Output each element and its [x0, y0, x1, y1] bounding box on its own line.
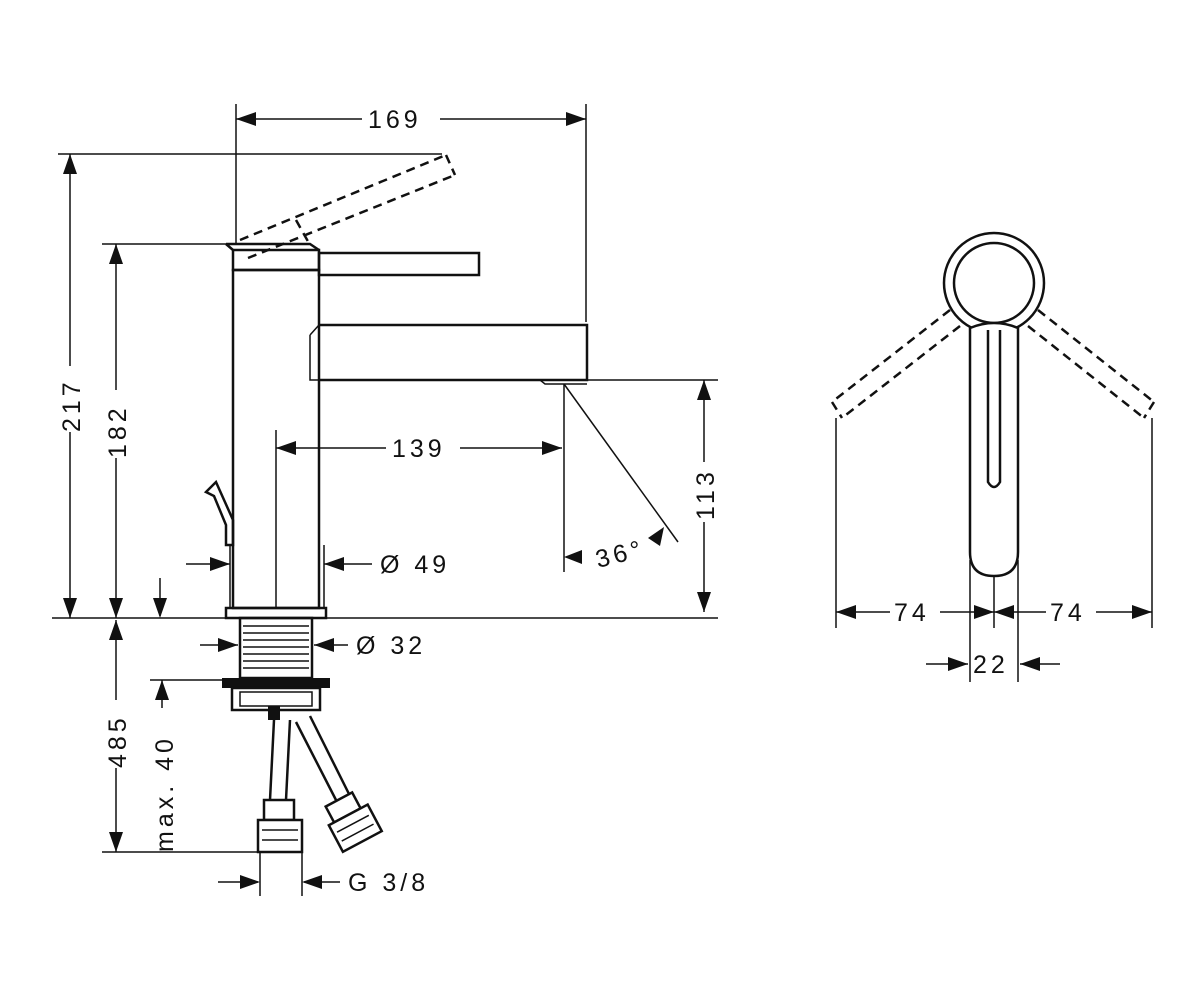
- fixing-nut: [222, 678, 330, 720]
- dim-below-counter: 485: [102, 620, 258, 853]
- dim-label-74-left: 74: [894, 599, 930, 627]
- body-outer-circle: [942, 231, 1046, 335]
- dim-label-217: 217: [58, 378, 86, 432]
- lever-cap: [231, 248, 321, 272]
- dim-label-49: Ø 49: [380, 551, 450, 579]
- supply-hoses: [256, 715, 384, 854]
- dim-countertop-marker: [153, 578, 167, 618]
- side-view: 169 217 182 139: [52, 104, 720, 897]
- dim-height-lever: 182: [102, 243, 226, 618]
- dim-label-113: 113: [692, 468, 720, 520]
- lever-swing-left: [830, 309, 961, 419]
- lever-handle: [317, 251, 481, 277]
- dim-label-22: 22: [973, 651, 1009, 679]
- faucet-base: [224, 606, 328, 620]
- spout-aerator: [539, 379, 587, 385]
- dim-height-total: 217: [58, 153, 442, 618]
- dim-label-g38: G 3/8: [348, 869, 429, 897]
- dim-label-74-right: 74: [1050, 599, 1086, 627]
- dim-max-thickness: max. 40: [150, 679, 222, 852]
- dim-label-485: 485: [104, 714, 132, 768]
- threaded-shank: [238, 616, 314, 680]
- popup-rod: [203, 479, 235, 547]
- dim-label-182: 182: [104, 404, 132, 458]
- lever-top-slot: [986, 330, 1002, 489]
- dim-label-139: 139: [392, 435, 446, 463]
- lever-top: [968, 321, 1020, 578]
- lever-raised-outline: [239, 153, 457, 260]
- dim-connection: G 3/8: [218, 852, 429, 897]
- dim-shank-diameter: Ø 32: [200, 632, 426, 660]
- dim-spout-height: 113: [587, 379, 720, 612]
- dim-width-total: 169: [235, 104, 587, 322]
- spout: [319, 323, 589, 382]
- lever-cap-top: [225, 242, 320, 252]
- dim-label-32: Ø 32: [356, 632, 426, 660]
- spout-inner: [309, 324, 320, 381]
- body-inner-circle: [952, 241, 1036, 325]
- dim-lever-right: 74: [994, 599, 1152, 627]
- lever-swing-right: [1027, 309, 1156, 419]
- top-view: 74 74 22: [830, 231, 1156, 682]
- dim-label-max40: max. 40: [151, 735, 179, 852]
- dim-lever-left: 74: [836, 599, 994, 627]
- dim-angle: 36°: [563, 383, 679, 574]
- dim-spout-reach: 139: [276, 384, 565, 572]
- dim-label-169: 169: [368, 106, 422, 134]
- dim-lever-width: 22: [926, 651, 1060, 679]
- dim-body-diameter: Ø 49: [186, 545, 450, 608]
- dim-label-angle: 36°: [593, 535, 648, 574]
